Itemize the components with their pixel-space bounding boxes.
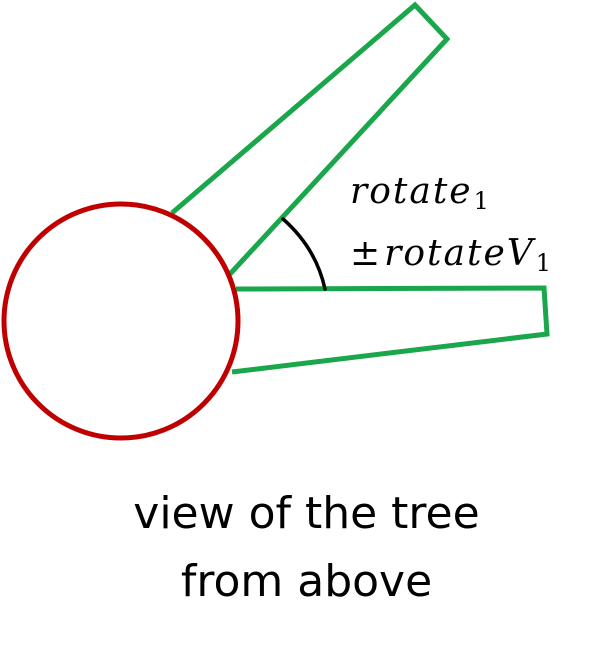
plus-minus-symbol: ± — [350, 233, 381, 274]
upper-branch — [170, 1, 451, 276]
rotate-label-subscript: 1 — [473, 187, 489, 215]
lower-branch — [231, 285, 550, 375]
rotatev-label: ±rotateV1 — [350, 233, 552, 277]
rotatev-label-text: rotateV — [384, 233, 535, 274]
rotatev-label-subscript: 1 — [535, 249, 552, 277]
rotate-label-text: rotate — [350, 171, 473, 212]
caption-line-1: view of the tree — [133, 488, 480, 539]
rotate-label: rotate1 — [350, 171, 489, 215]
trunk-circle — [1, 201, 241, 441]
caption-line-2: from above — [180, 556, 433, 607]
angle-arc — [281, 217, 327, 291]
